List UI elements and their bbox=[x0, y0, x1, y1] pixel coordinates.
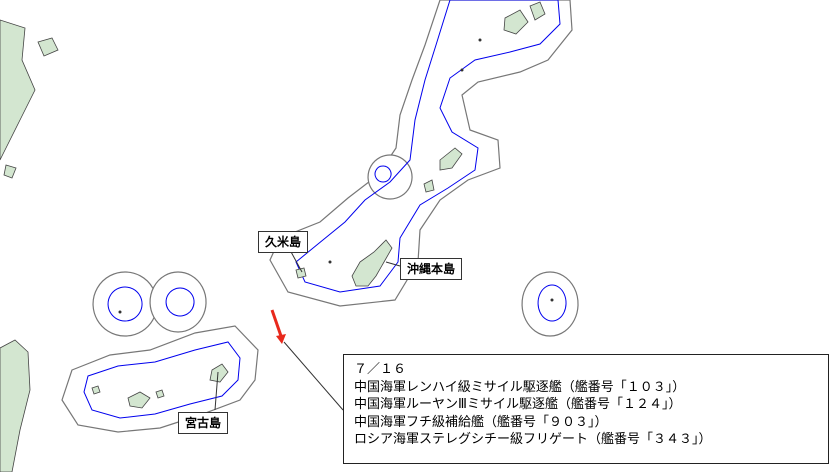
kyushu-islet-2 bbox=[3, 164, 17, 179]
info-leader bbox=[283, 341, 344, 411]
amami-island bbox=[503, 9, 529, 35]
kyushu-islet-1 bbox=[37, 37, 59, 57]
islet-line-c bbox=[107, 286, 143, 322]
islet-line-b bbox=[537, 284, 567, 322]
iriomote-islet bbox=[155, 389, 165, 399]
label-kume: 久米島 bbox=[258, 231, 309, 253]
info-line: 中国海軍レンハイ級ミサイル駆逐艦（艦番号「１０３」） bbox=[354, 379, 686, 395]
miyako-leader bbox=[214, 371, 219, 411]
vessel-info-box: ７／１６ 中国海軍レンハイ級ミサイル駆逐艦（艦番号「１０３」） 中国海軍ルーヤン… bbox=[343, 354, 829, 464]
kume-island bbox=[295, 267, 307, 279]
okinawa-main-island bbox=[351, 239, 393, 287]
movement-arrow bbox=[270, 309, 286, 344]
islet-outer-d bbox=[149, 271, 207, 333]
landmasses bbox=[0, 1, 546, 472]
info-line: ロシア海軍ステレグシチー級フリゲート（艦番号「３４３」） bbox=[354, 432, 712, 447]
label-miyako: 宮古島 bbox=[178, 412, 229, 434]
territorial-lines bbox=[83, 0, 567, 419]
arrow-shaft bbox=[270, 309, 283, 337]
miyako-territorial-line bbox=[83, 341, 241, 419]
tokunoshima bbox=[439, 147, 463, 171]
amami-islet bbox=[529, 1, 546, 21]
miyako-island bbox=[209, 363, 229, 383]
yonaguni-islet bbox=[91, 385, 101, 395]
info-line: 中国海軍フチ級補給艦（艦番号「９０３」） bbox=[354, 414, 608, 430]
label-okinawa: 沖縄本島 bbox=[400, 258, 463, 280]
islet-dot bbox=[478, 38, 482, 42]
info-date: ７／１６ bbox=[354, 362, 407, 377]
kume-leader bbox=[289, 249, 303, 273]
islet-outer-b bbox=[521, 271, 579, 337]
islet-dot bbox=[328, 260, 332, 264]
islet-dot bbox=[460, 68, 464, 72]
okinawa-leader bbox=[385, 261, 401, 267]
islet-dot bbox=[550, 298, 554, 302]
okinoerabu bbox=[423, 179, 435, 193]
arrow-head bbox=[276, 334, 286, 344]
islet-line-a bbox=[374, 165, 392, 183]
outer-waters bbox=[61, 0, 579, 433]
taiwan-coast bbox=[0, 339, 31, 472]
islet-dots bbox=[118, 38, 554, 314]
miyako-outer-boundary bbox=[61, 325, 259, 433]
islet-dot bbox=[118, 310, 122, 314]
info-line: 中国海軍ルーヤンⅢミサイル駆逐艦（艦番号「１２４」） bbox=[354, 397, 682, 412]
islet-outer-c bbox=[92, 271, 158, 337]
ishigaki-island bbox=[127, 391, 151, 409]
islet-line-d bbox=[165, 287, 195, 317]
okinawa-territorial-line bbox=[295, 0, 561, 293]
label-leaders bbox=[214, 249, 401, 411]
kyushu-coast bbox=[0, 19, 36, 161]
